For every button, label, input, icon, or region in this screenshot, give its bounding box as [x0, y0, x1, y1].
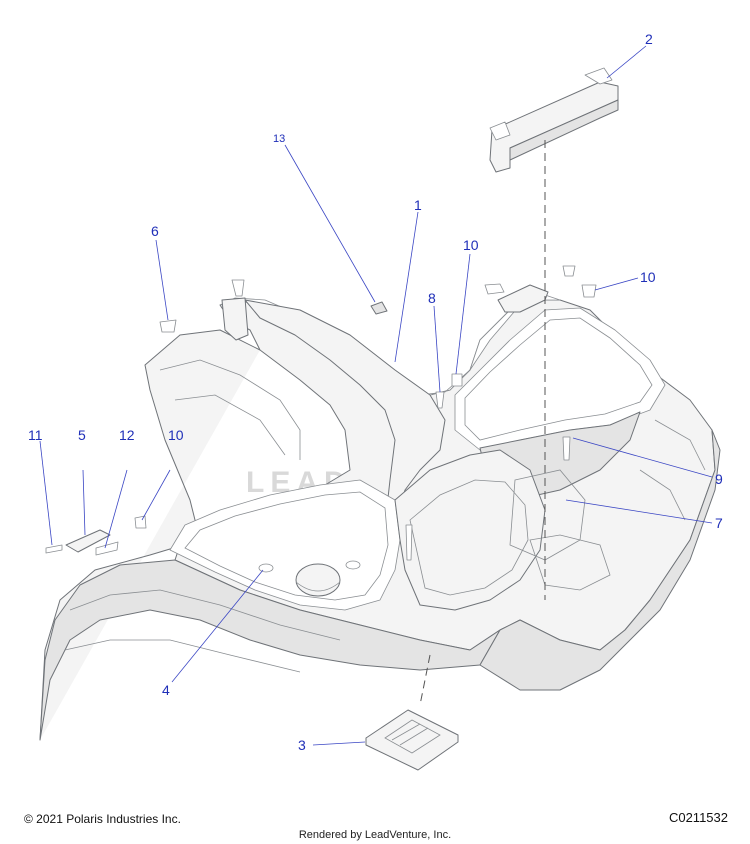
floor-panel-part-3: [365, 709, 459, 771]
callout-11: 11: [28, 427, 43, 443]
rear-bracket-part-2: [489, 67, 619, 173]
callout-2: 2: [645, 31, 653, 47]
copyright-text: © 2021 Polaris Industries Inc.: [24, 812, 181, 826]
callout-9: 9: [715, 471, 723, 487]
callout-10-top: 10: [463, 237, 479, 253]
rear-cab-body: [39, 265, 721, 741]
callout-labels: 1 2 3 4 5 6 7 8 9 10 10 10 11 12 13: [28, 31, 723, 753]
callout-6: 6: [151, 223, 159, 239]
callout-10-left: 10: [168, 427, 184, 443]
rendered-by-text: Rendered by LeadVenture, Inc.: [298, 829, 452, 841]
alignment-centerline-lower: [419, 654, 431, 706]
leader-lines: [39, 45, 713, 746]
callout-13: 13: [273, 133, 285, 145]
callout-7: 7: [715, 515, 723, 531]
callout-4: 4: [162, 682, 170, 698]
callout-1: 1: [414, 197, 422, 213]
callout-5: 5: [78, 427, 86, 443]
callout-3: 3: [298, 737, 306, 753]
callout-12: 12: [119, 427, 135, 443]
callout-10-right: 10: [640, 269, 656, 285]
diagram-code: C0211532: [668, 810, 728, 825]
callout-8: 8: [428, 290, 436, 306]
decal-part-13: [370, 301, 388, 315]
